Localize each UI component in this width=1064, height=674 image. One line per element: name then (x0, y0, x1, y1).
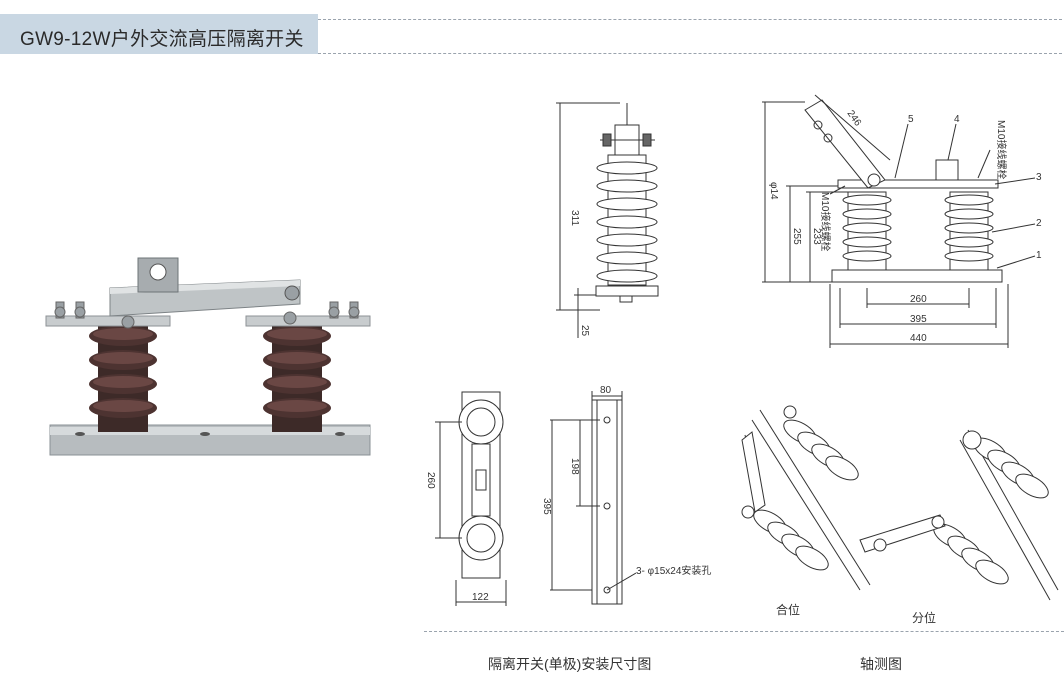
mounting-hole-note: 3- φ15x24安装孔 (636, 564, 711, 577)
dim-260-front: 260 (910, 294, 927, 305)
dim-246: 246 (845, 108, 864, 128)
dim-395-front: 395 (910, 314, 927, 325)
dim-25: 25 (579, 325, 590, 337)
axonometric-closed: 合位 (741, 405, 871, 617)
bolt-label-left: M10接线螺栓 (819, 192, 832, 251)
dim-phi14: φ14 (768, 182, 779, 200)
top-view: 260 122 (425, 391, 507, 606)
footer-divider (424, 631, 1064, 632)
dim-122: 122 (472, 592, 489, 603)
caption-axonometric: 轴测图 (860, 656, 902, 672)
header-divider-top (318, 19, 1062, 20)
dim-80: 80 (600, 385, 612, 396)
base-plate-view: 80 198 395 3- φ15x24安装孔 (541, 385, 711, 605)
dim-233: 233 (811, 228, 822, 245)
part-label-3: 3 (1036, 172, 1042, 183)
side-view: 311 25 (556, 102, 659, 338)
part-label-1: 1 (1036, 250, 1042, 261)
product-photo (45, 257, 371, 456)
dim-440: 440 (910, 333, 927, 344)
page-title: GW9-12W户外交流高压隔离开关 (20, 29, 304, 50)
dim-198: 198 (569, 458, 580, 475)
label-closed: 合位 (776, 602, 800, 617)
caption-installation: 隔离开关(单极)安装尺寸图 (488, 656, 652, 672)
front-view: 246 φ14 255 233 260 395 440 1 2 3 4 5 M1… (762, 94, 1042, 348)
part-label-5: 5 (908, 114, 914, 125)
dim-311: 311 (569, 210, 580, 226)
label-open: 分位 (912, 610, 936, 625)
part-label-4: 4 (954, 114, 960, 125)
photo-right-insulator (263, 320, 331, 432)
dim-255: 255 (791, 228, 802, 245)
title-bar (0, 14, 318, 54)
part-label-2: 2 (1036, 218, 1042, 229)
dim-260-top: 260 (425, 472, 436, 489)
photo-blade (109, 257, 301, 317)
header-divider-bottom (318, 53, 1062, 54)
dim-395-plate: 395 (541, 498, 552, 515)
bolt-label-right: M10接线螺栓 (995, 120, 1008, 179)
axonometric-open: 分位 (859, 429, 1059, 625)
photo-left-insulator (89, 320, 157, 432)
